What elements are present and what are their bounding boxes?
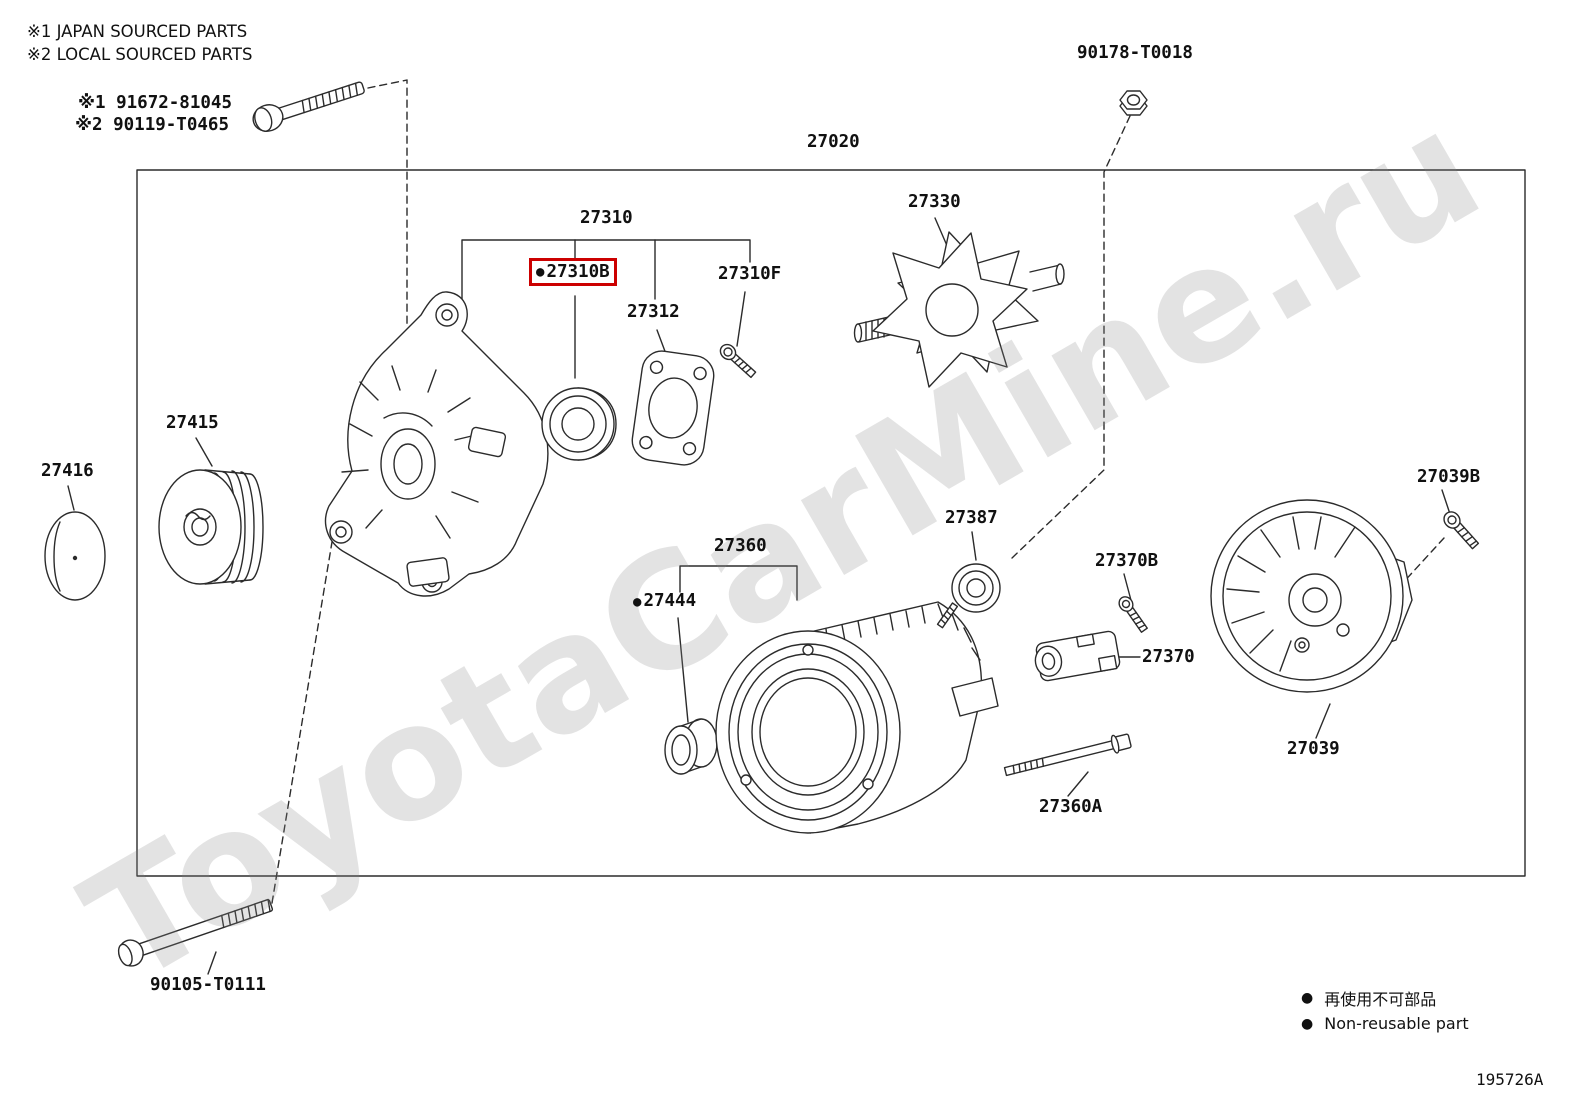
bearing-drawing — [541, 387, 617, 461]
rear-cover-drawing — [1210, 499, 1413, 693]
legend-non-reusable-en: ●Non-reusable part — [1301, 1014, 1469, 1033]
part-label-27444: ●27444 — [633, 591, 697, 611]
pulley-drawing — [158, 469, 264, 585]
mount-bolt-drawing — [117, 898, 274, 967]
part-label-27416: 27416 — [41, 461, 94, 481]
part-label-27020: 27020 — [807, 132, 860, 152]
rotor-drawing — [853, 231, 1065, 388]
note-local-sourced: ※2 LOCAL SOURCED PARTS — [27, 45, 253, 64]
through-bolt-drawing — [1003, 733, 1132, 777]
assembly-boundary-box — [136, 169, 1526, 877]
part-label-90119-T0465: ※2 90119-T0465 — [75, 115, 229, 135]
part-label-27360: 27360 — [714, 536, 767, 556]
part-label-27330: 27330 — [908, 192, 961, 212]
note-japan-sourced: ※1 JAPAN SOURCED PARTS — [27, 22, 248, 41]
nut-drawing — [1119, 90, 1148, 116]
non-reusable-icon: ● — [633, 594, 642, 610]
part-label-27310B-highlighted: ●27310B — [529, 258, 617, 287]
part-label-27415: 27415 — [166, 413, 219, 433]
legend-non-reusable-jp: ●再使用不可部品 — [1301, 990, 1437, 1009]
bearing-cover-drawing — [664, 718, 718, 775]
non-reusable-icon: ● — [1301, 1015, 1314, 1032]
non-reusable-icon: ● — [1301, 990, 1314, 1006]
bearing-retainer-drawing — [631, 350, 715, 466]
part-label-90105-T0111: 90105-T0111 — [150, 975, 266, 995]
part-label-27310F: 27310F — [718, 264, 782, 284]
non-reusable-icon: ● — [536, 264, 545, 281]
cover-screw-drawing — [1443, 511, 1480, 550]
drive-end-frame-drawing — [324, 291, 549, 597]
part-label-27039B: 27039B — [1417, 467, 1481, 487]
retainer-screw-drawing — [719, 343, 757, 379]
part-label-91672-81045: ※1 91672-81045 — [78, 93, 232, 113]
flange-bolt-drawing — [252, 81, 365, 132]
pulley-cap-drawing — [44, 511, 106, 601]
part-label-27387: 27387 — [945, 508, 998, 528]
insulator-drawing — [951, 563, 1001, 613]
part-label-27310: 27310 — [580, 208, 633, 228]
part-label-27370: 27370 — [1142, 647, 1195, 667]
part-label-27039: 27039 — [1287, 739, 1340, 759]
part-label-27360A: 27360A — [1039, 797, 1103, 817]
brush-holder-drawing — [1034, 630, 1121, 682]
holder-screw-drawing — [1118, 596, 1148, 633]
part-label-27370B: 27370B — [1095, 551, 1159, 571]
part-label-27312: 27312 — [627, 302, 680, 322]
diagram-code: 195726A — [1476, 1070, 1544, 1089]
rectifier-end-frame-drawing — [715, 601, 999, 834]
part-label-90178-T0018: 90178-T0018 — [1077, 43, 1193, 63]
